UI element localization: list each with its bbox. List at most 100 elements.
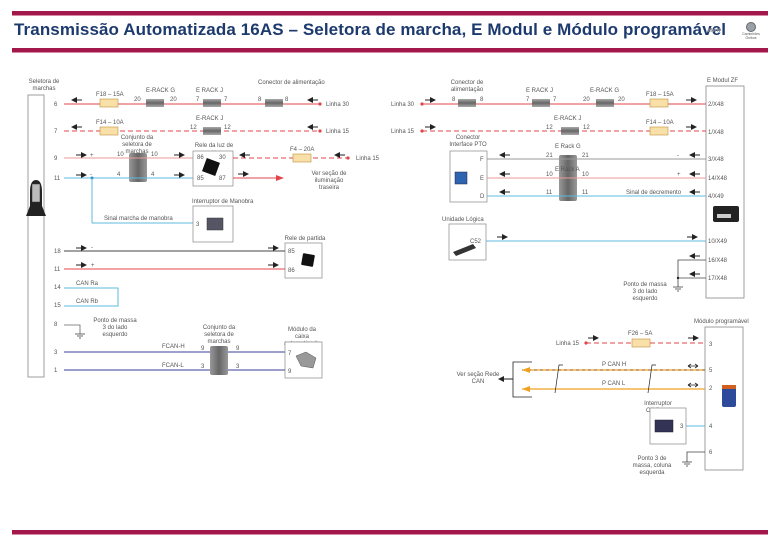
- svg-text:3: 3: [201, 364, 205, 370]
- svg-text:2/X48: 2/X48: [708, 102, 724, 108]
- svg-text:-: -: [677, 153, 679, 159]
- svg-text:FCAN-L: FCAN-L: [162, 363, 184, 369]
- svg-text:10: 10: [151, 152, 158, 158]
- programmable-module-icon: [722, 385, 736, 407]
- svg-text:5: 5: [709, 368, 713, 374]
- reverse-light-relay: Rele da luz dere 86 30 85 87: [192, 143, 234, 187]
- svg-text:10: 10: [117, 152, 124, 158]
- svg-text:F18 – 15A: F18 – 15A: [646, 92, 674, 98]
- relay-icon: [301, 253, 315, 267]
- wire-r-row-f: E Rack G 21 21 -: [487, 144, 706, 160]
- svg-text:12: 12: [190, 125, 197, 131]
- svg-text:86: 86: [197, 155, 204, 161]
- svg-text:12: 12: [546, 125, 553, 131]
- svg-text:21: 21: [582, 153, 589, 159]
- svg-text:8: 8: [258, 97, 262, 103]
- starter-relay: Rele de partida 85 86 - +: [64, 236, 326, 279]
- fuse-f14-icon: [99, 126, 119, 136]
- svg-text:9: 9: [236, 346, 240, 352]
- svg-text:18: 18: [54, 249, 61, 255]
- svg-text:E Rack G: E Rack G: [555, 144, 581, 150]
- svg-text:E-RACK J: E-RACK J: [554, 116, 581, 122]
- svg-text:+: +: [677, 172, 681, 178]
- svg-text:3: 3: [680, 424, 684, 430]
- fcan-connector-icon: [210, 346, 228, 375]
- erack-g-connector-icon: [146, 99, 164, 107]
- wire-row-6: F18 – 15A E-RACK G 20 20 E RACK J 7 7 Co…: [64, 80, 350, 108]
- svg-text:85: 85: [288, 249, 295, 255]
- svg-text:86: 86: [288, 268, 295, 274]
- svg-text:Rele de partida: Rele de partida: [285, 236, 326, 242]
- transmission-module: Módulo dacaixaautomatizada 7 9: [284, 327, 323, 379]
- switch-icon: [206, 217, 224, 231]
- logo-brand-text: MAN: [708, 28, 721, 34]
- wire-row-9: + 10 10: [64, 152, 193, 159]
- header-bottom-bar: [12, 48, 768, 53]
- off-road-switch: InterruptorOff Road 3: [644, 401, 705, 445]
- svg-text:E-RACK G: E-RACK G: [146, 88, 175, 94]
- svg-text:7: 7: [288, 351, 292, 357]
- svg-text:Interruptor de Manobra: Interruptor de Manobra: [192, 199, 254, 205]
- svg-text:12: 12: [583, 125, 590, 131]
- svg-text:-: -: [91, 245, 93, 251]
- svg-text:17/X48: 17/X48: [708, 276, 728, 282]
- svg-text:10: 10: [546, 172, 553, 178]
- svg-text:FCAN-H: FCAN-H: [162, 344, 185, 350]
- svg-text:20: 20: [618, 97, 625, 103]
- svg-text:7: 7: [224, 97, 228, 103]
- fuse-f18-icon: [99, 98, 119, 108]
- svg-text:8: 8: [452, 97, 456, 103]
- svg-text:3: 3: [196, 222, 200, 228]
- svg-text:16/X48: 16/X48: [708, 258, 728, 264]
- wire-f26: Linha 15 F26 – 5A: [556, 331, 705, 348]
- emodul-pins: 2/X48 1/X48 3/X48 14/X48 4/X49 10/X49 16…: [708, 102, 728, 282]
- svg-text:Linha 30: Linha 30: [391, 102, 415, 108]
- power-connector-icon: [458, 99, 476, 107]
- gear-selector-icon: [26, 180, 46, 216]
- svg-text:2: 2: [709, 386, 713, 392]
- logo-emblem-icon: [746, 22, 756, 32]
- svg-text:14/X48: 14/X48: [708, 176, 728, 182]
- svg-text:CAN Ra: CAN Ra: [76, 281, 99, 287]
- emodul-box: [705, 85, 745, 299]
- programmable-module-label: Módulo programável: [694, 319, 749, 325]
- svg-text:20: 20: [170, 97, 177, 103]
- svg-text:15: 15: [54, 303, 61, 309]
- svg-text:E: E: [480, 176, 484, 182]
- svg-text:3: 3: [709, 342, 713, 348]
- gear-selector-box: [27, 94, 45, 378]
- svg-text:20: 20: [583, 97, 590, 103]
- logo-sub-text: Caminhões Ônibus: [742, 32, 760, 40]
- erack-j-connector-icon: [203, 99, 221, 107]
- wire-r-row-d: 11 11 Sinal de decremento: [487, 189, 706, 197]
- svg-text:14: 14: [54, 285, 61, 291]
- svg-text:-: -: [90, 172, 92, 178]
- svg-text:4: 4: [117, 172, 121, 178]
- svg-text:F4 – 20A: F4 – 20A: [290, 147, 314, 153]
- svg-text:E RACK J: E RACK J: [196, 88, 223, 94]
- svg-text:21: 21: [546, 153, 553, 159]
- svg-text:10/X49: 10/X49: [708, 239, 728, 245]
- svg-text:Linha 15: Linha 15: [326, 129, 350, 135]
- emodul-icon: [713, 206, 739, 222]
- svg-text:F18 – 15A: F18 – 15A: [96, 92, 124, 98]
- svg-text:20: 20: [134, 97, 141, 103]
- can-loop: CAN Ra CAN Rb: [64, 281, 119, 307]
- svg-text:3/X48: 3/X48: [708, 157, 724, 163]
- svg-text:Conector de alimentação: Conector de alimentação: [258, 80, 325, 86]
- svg-text:E-RACK J: E-RACK J: [196, 116, 223, 122]
- maneuver-switch: Interruptor de Manobra 3 Sinal marcha de…: [104, 199, 254, 243]
- svg-text:8: 8: [285, 97, 289, 103]
- svg-text:3: 3: [54, 350, 58, 356]
